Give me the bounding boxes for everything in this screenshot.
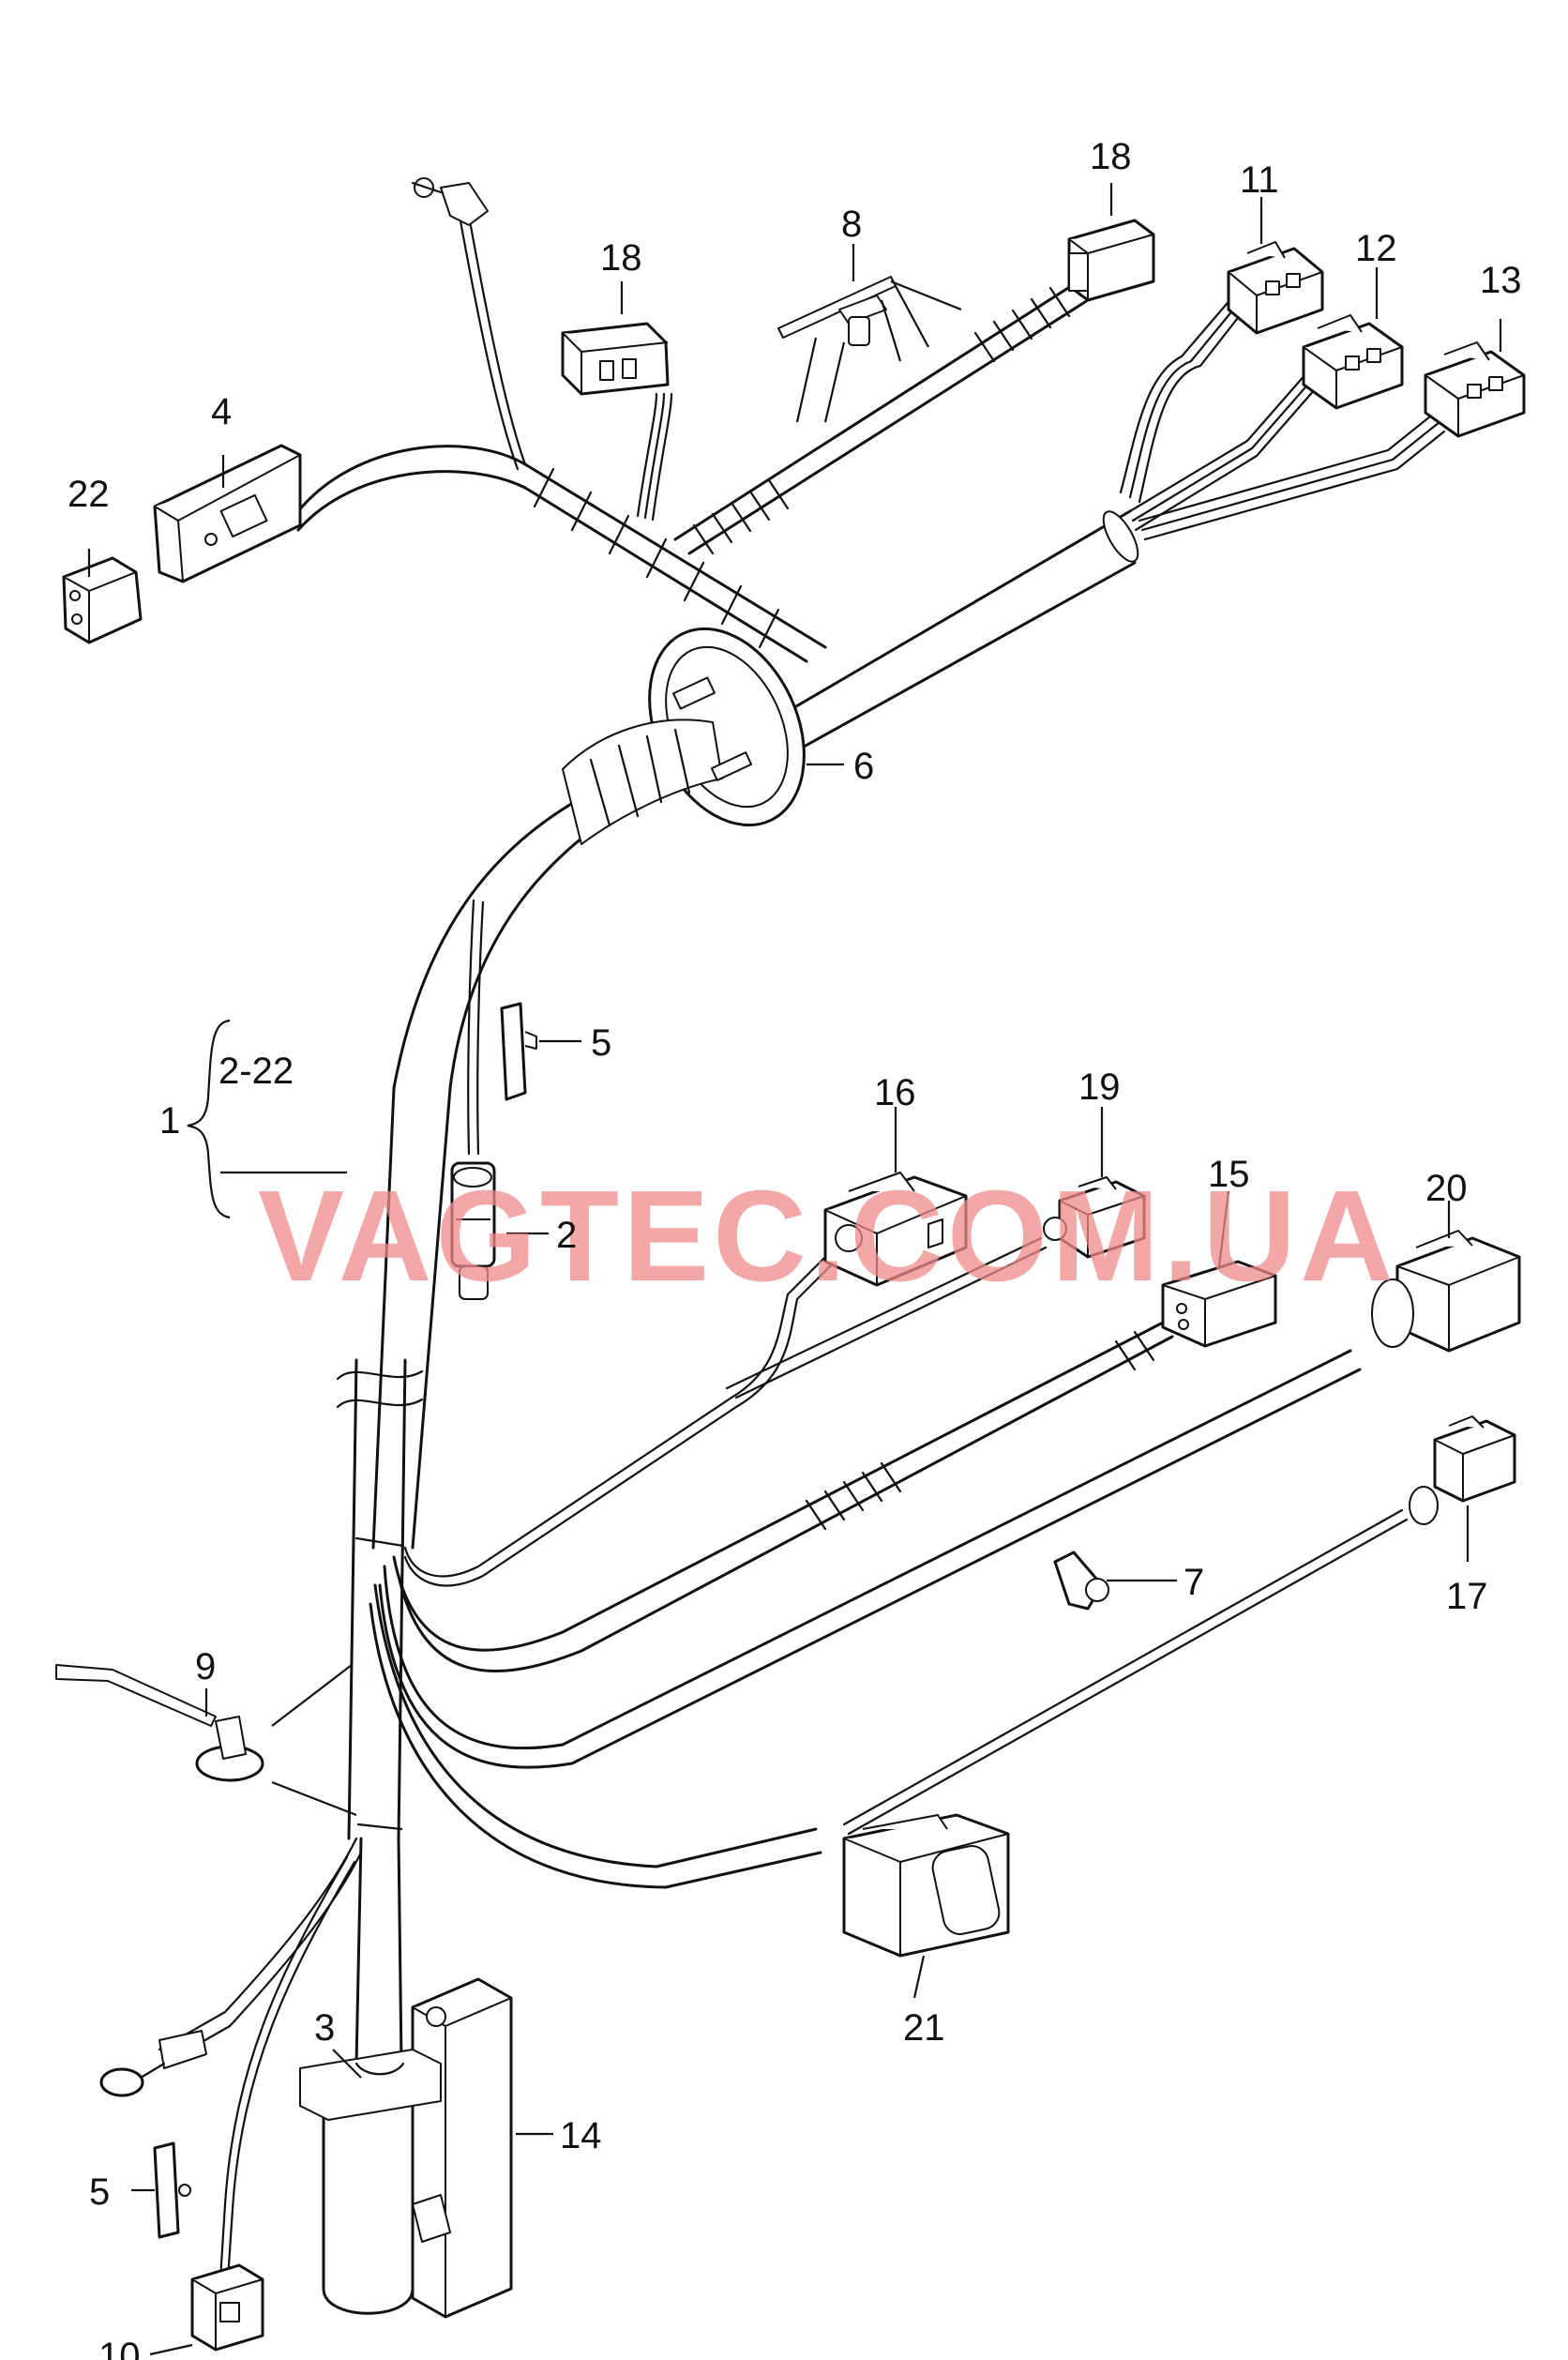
callout-2: 2: [556, 1215, 577, 1256]
callout-15: 15: [1208, 1154, 1250, 1195]
upper-left-branch: [296, 177, 827, 663]
branch-to-sensor-2: [450, 899, 537, 1300]
grommet-6: [562, 627, 806, 845]
watermark-text: VAGTEC.COM.UA: [258, 1164, 1397, 1309]
callout-7: 7: [1184, 1562, 1204, 1603]
fuse-holder-4: [153, 444, 302, 583]
connector-17: [1409, 1415, 1516, 1525]
connector-21: [842, 1813, 1010, 1958]
clip-9: [55, 1664, 357, 1817]
callout-13: 13: [1480, 260, 1522, 301]
clip-8: [777, 276, 962, 423]
callout-20: 20: [1425, 1168, 1468, 1209]
clip-5-upper: [500, 1002, 537, 1101]
callout-9: 9: [195, 1646, 216, 1687]
connector-19: [1043, 1176, 1146, 1259]
callout-2-22: 2-22: [219, 1051, 294, 1092]
sensor-2: [450, 1161, 496, 1300]
connector-18-right: [1067, 219, 1155, 302]
leader-lines: [87, 183, 1502, 2356]
connector-20: [1371, 1230, 1521, 1353]
control-unit-14: [299, 1977, 513, 2319]
callout-5-upper: 5: [591, 1022, 611, 1064]
callout-19: 19: [1078, 1067, 1121, 1108]
callout-5-lower: 5: [89, 2171, 110, 2213]
callout-11: 11: [1240, 159, 1279, 201]
clip-5-lower: [153, 2141, 191, 2239]
callout-14: 14: [560, 2115, 602, 2156]
callout-21: 21: [903, 2007, 945, 2049]
bracket-1: [187, 1019, 347, 1219]
branch-8-18-right: [673, 219, 1155, 555]
callout-22: 22: [68, 474, 110, 515]
callout-3: 3: [314, 2007, 335, 2049]
callout-16: 16: [874, 1072, 916, 1113]
callout-17: 17: [1446, 1576, 1488, 1617]
fuse-22: [62, 556, 143, 644]
callout-12: 12: [1355, 228, 1397, 269]
callout-4: 4: [211, 391, 232, 432]
connector-15: [1161, 1260, 1277, 1348]
connector-10: [190, 2263, 264, 2352]
clip-7: [1053, 1551, 1109, 1611]
callout-labels: 1 2-22 2 3 4 5 5 6 7 8 9 10 11 12 13 14 …: [68, 136, 1522, 2360]
connector-18-left: [561, 322, 670, 396]
connector-16: [823, 1172, 968, 1287]
lower-branches: [369, 1172, 1521, 1958]
callout-8: 8: [841, 204, 862, 245]
branch-18-left: [561, 322, 673, 522]
callout-18-left: 18: [600, 237, 642, 279]
connector-13: [1424, 341, 1526, 438]
callout-18-right: 18: [1090, 136, 1132, 177]
lower-left-branches: [99, 1837, 363, 2352]
callout-10: 10: [98, 2336, 141, 2360]
branches-11-12-13: [1119, 241, 1526, 541]
callout-6: 6: [853, 746, 874, 787]
connector-11: [1227, 241, 1324, 335]
connector-12: [1302, 314, 1404, 410]
callout-1: 1: [159, 1100, 180, 1142]
